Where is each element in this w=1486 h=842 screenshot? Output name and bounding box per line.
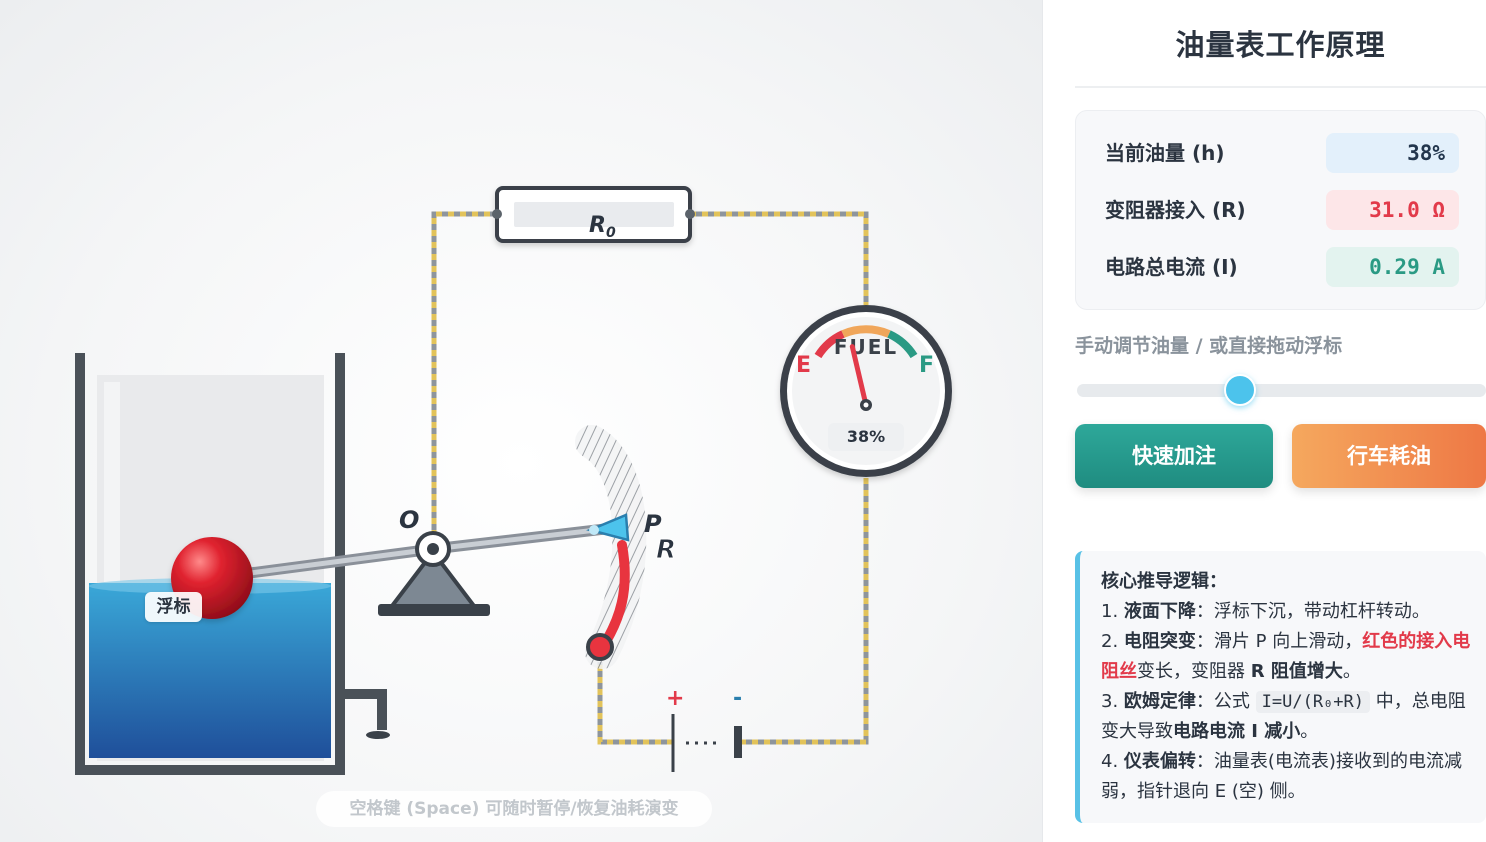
gauge-readout: 38% — [828, 423, 904, 451]
gauge-arc-full — [887, 330, 918, 359]
drive-consume-button[interactable]: 行车耗油 — [1292, 424, 1486, 488]
stat-label: 当前油量 (h) — [1105, 141, 1225, 165]
logic-explanation: 核心推导逻辑： 1. 液面下降：浮标下沉，带动杠杆转动。 2. 电阻突变：滑片 … — [1075, 551, 1486, 823]
logic-item-1: 1. 液面下降：浮标下沉，带动杠杆转动。 — [1101, 601, 1430, 622]
stat-resistance: 变阻器接入 (R) 31.0 Ω — [1105, 190, 1465, 230]
keyboard-hint: 空格键 (Space) 可随时暂停/恢复油耗演变 — [316, 791, 712, 827]
stat-value-fuel: 38% — [1326, 133, 1459, 173]
simulation-stage: R0 O — [0, 0, 1042, 842]
title-divider — [1075, 86, 1486, 88]
pivot-support — [378, 531, 490, 616]
stat-value-resistance: 31.0 Ω — [1326, 190, 1459, 230]
battery — [671, 714, 742, 772]
slider-label: 手动调节油量 / 或直接拖动浮标 — [1075, 335, 1343, 357]
fuel-slider-track[interactable] — [1077, 384, 1486, 397]
gauge-empty-mark: E — [796, 353, 811, 378]
gauge-word: FUEL — [834, 335, 898, 359]
stat-current: 电路总电流 (I) 0.29 A — [1105, 247, 1465, 287]
logic-heading: 核心推导逻辑： — [1101, 571, 1227, 592]
pivot-label: O — [399, 506, 419, 534]
rheostat-label: R — [656, 535, 676, 565]
panel-title: 油量表工作原理 — [1175, 28, 1386, 62]
quick-fill-button[interactable]: 快速加注 — [1075, 424, 1273, 488]
float-label[interactable]: 浮标 — [145, 592, 202, 622]
battery-plus: + — [666, 686, 684, 711]
circuit-wires — [431, 211, 869, 745]
stat-label: 变阻器接入 (R) — [1105, 198, 1246, 222]
logic-item-3: 3. 欧姆定律：公式 I=U/(R₀+R) 中，总电阻变大导致电路电流 I 减小… — [1101, 691, 1466, 742]
circuit-diagram: R0 O — [75, 186, 952, 775]
gauge-arc-mid — [841, 325, 891, 338]
slider-p-label: P — [644, 510, 662, 538]
gauge-full-mark: F — [919, 353, 934, 378]
stat-value-current: 0.29 A — [1326, 247, 1459, 287]
battery-minus: - — [733, 686, 742, 711]
stat-fuel-level: 当前油量 (h) 38% — [1105, 133, 1465, 173]
gauge-arc-empty — [814, 330, 845, 359]
slider-contact — [586, 513, 630, 542]
resistor-label: R0 — [589, 213, 616, 241]
logic-item-2: 2. 电阻突变：滑片 P 向上滑动，红色的接入电阻丝变长，变阻器 R 阻值增大。 — [1101, 631, 1471, 682]
stat-label: 电路总电流 (I) — [1105, 255, 1238, 279]
logic-item-4: 4. 仪表偏转：油量表(电流表)接收到的电流减弱，指针退向 E (空) 侧。 — [1101, 751, 1462, 802]
rheostat — [575, 425, 647, 669]
fuel-slider-thumb[interactable] — [1224, 374, 1256, 406]
gauge-needle — [849, 344, 869, 408]
